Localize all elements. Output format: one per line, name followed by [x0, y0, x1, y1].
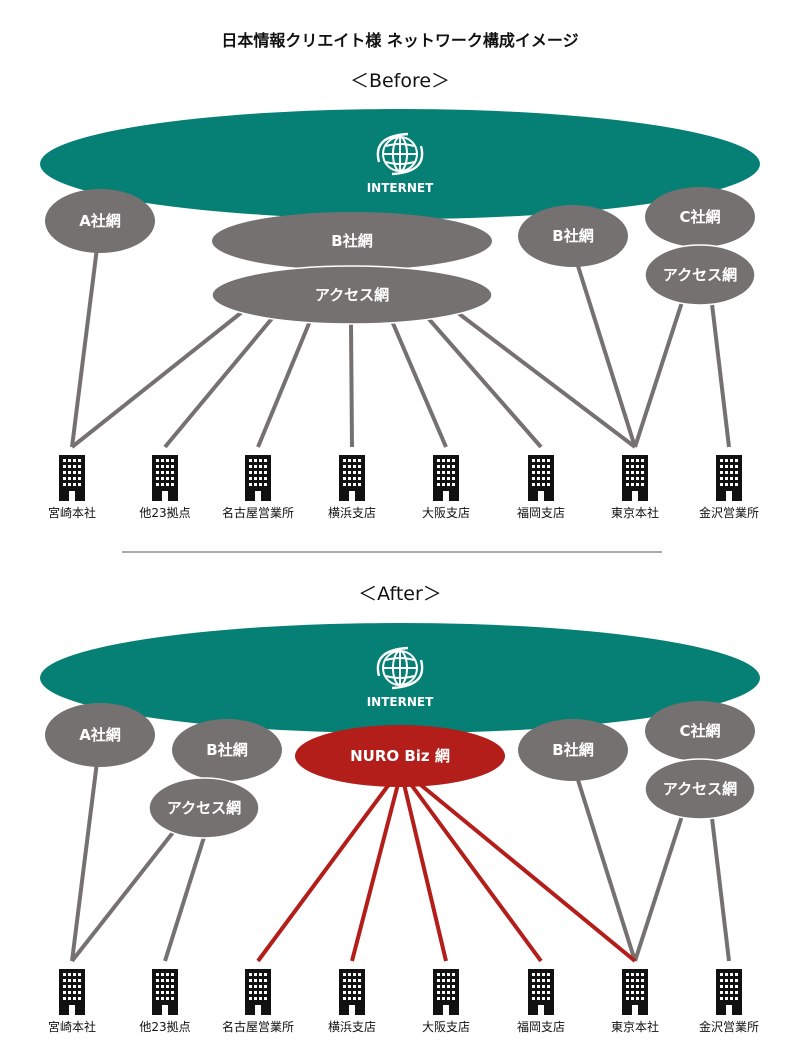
- site-label-miyazaki: 宮崎本社: [48, 505, 96, 520]
- network-b-right-after: [518, 719, 628, 781]
- building-icon: [433, 969, 459, 1015]
- line-access-to-nagoya: [256, 320, 312, 448]
- network-a-label: A社網: [79, 212, 121, 230]
- line-access-to-miyazaki: [70, 310, 244, 449]
- line-b-to-tokyo: [576, 779, 637, 962]
- site-label-osaka: 大阪支店: [422, 506, 470, 520]
- line-nuro-to-fukuoka: [408, 781, 543, 963]
- after-gray-connections: [70, 761, 731, 963]
- network-b-left: [172, 719, 282, 781]
- network-nuro-biz: [295, 725, 505, 787]
- site-label-others: 他23拠点: [139, 1020, 190, 1034]
- network-a-after: [45, 703, 155, 767]
- network-access-left: [148, 777, 260, 839]
- site-label-nagoya: 名古屋営業所: [222, 1019, 294, 1034]
- building-icon: [622, 455, 648, 501]
- network-access-right: [644, 244, 756, 306]
- site-label-tokyo: 東京本社: [611, 1019, 659, 1034]
- building-icon: [716, 455, 742, 501]
- before-connections: [70, 247, 731, 449]
- network-c-label: C社網: [679, 208, 720, 226]
- site-label-kanazawa: 金沢営業所: [699, 505, 759, 520]
- building-icon: [528, 969, 554, 1015]
- network-c: [645, 187, 755, 247]
- building-icon: [59, 969, 85, 1015]
- site-label-miyazaki: 宮崎本社: [48, 1019, 96, 1034]
- line-a-to-miyazaki: [70, 247, 99, 448]
- line-nuro-to-osaka: [402, 783, 448, 962]
- network-nuro-biz-label: NURO Biz 網: [350, 747, 450, 765]
- line-access-to-yokohama: [349, 322, 354, 448]
- line-b-to-tokyo: [576, 265, 637, 448]
- building-icon: [152, 969, 178, 1015]
- network-b-center: [212, 212, 492, 270]
- network-b-right-label: B社網: [552, 741, 593, 759]
- line-access-to-others: [163, 314, 276, 449]
- building-icon: [716, 969, 742, 1015]
- line-nuro-to-yokohama: [350, 783, 400, 962]
- line-access-to-others: [163, 833, 207, 962]
- network-a-label: A社網: [79, 726, 121, 744]
- network-b-left-label: B社網: [206, 741, 247, 759]
- internet-label-after: INTERNET: [367, 695, 434, 709]
- before-sites: 宮崎本社 他23拠点 名古屋営業所 横浜支店 大阪支店 福岡支店 東京本社 金沢…: [48, 455, 759, 520]
- building-icon: [622, 969, 648, 1015]
- site-label-osaka: 大阪支店: [422, 1020, 470, 1034]
- network-c-after: [645, 701, 755, 761]
- network-access-center: [211, 265, 493, 325]
- site-label-fukuoka: 福岡支店: [517, 1019, 565, 1034]
- site-label-others: 他23拠点: [139, 506, 190, 520]
- line-a-to-miyazaki: [70, 761, 99, 962]
- network-b-right: [518, 205, 628, 267]
- after-nuro-connections: [256, 779, 637, 963]
- building-icon: [245, 455, 271, 501]
- site-label-kanazawa: 金沢営業所: [699, 1019, 759, 1034]
- after-section-label: ＜After＞: [358, 583, 442, 605]
- line-access-to-tokyo: [456, 311, 637, 449]
- line-nuro-to-tokyo: [414, 779, 637, 963]
- after-sites: 宮崎本社 他23拠点 名古屋営業所 横浜支店 大阪支店 福岡支店 東京本社 金沢…: [48, 969, 759, 1034]
- building-icon: [528, 455, 554, 501]
- site-label-yokohama: 横浜支店: [328, 506, 376, 520]
- building-icon: [152, 455, 178, 501]
- line-access-right-to-tokyo: [633, 815, 684, 962]
- network-access-right-label: アクセス網: [663, 266, 737, 284]
- site-label-fukuoka: 福岡支店: [517, 505, 565, 520]
- network-access-center-label: アクセス網: [315, 286, 389, 304]
- building-icon: [245, 969, 271, 1015]
- network-c-label: C社網: [679, 722, 720, 740]
- network-b-center-label: B社網: [331, 232, 372, 250]
- building-icon: [59, 455, 85, 501]
- page-title: 日本情報クリエイト様 ネットワーク構成イメージ: [221, 31, 578, 50]
- internet-label: INTERNET: [367, 181, 434, 195]
- network-b-right-label: B社網: [552, 227, 593, 245]
- building-icon: [339, 969, 365, 1015]
- line-nuro-to-nagoya: [256, 781, 392, 963]
- line-access-to-osaka: [390, 320, 448, 448]
- line-access-to-fukuoka: [426, 316, 543, 449]
- network-access-right-label: アクセス網: [663, 780, 737, 798]
- building-icon: [339, 455, 365, 501]
- site-label-yokohama: 横浜支店: [328, 1020, 376, 1034]
- network-a: [45, 189, 155, 253]
- before-section-label: ＜Before＞: [350, 70, 450, 92]
- line-access-right-to-kanazawa: [710, 303, 731, 448]
- network-access-left-label: アクセス網: [167, 799, 241, 817]
- site-label-nagoya: 名古屋営業所: [222, 505, 294, 520]
- network-access-right-after: [644, 758, 756, 820]
- site-label-tokyo: 東京本社: [611, 505, 659, 520]
- line-access-to-miyazaki: [70, 824, 180, 963]
- building-icon: [433, 455, 459, 501]
- line-access-right-to-tokyo: [633, 301, 684, 448]
- line-access-right-to-kanazawa: [710, 817, 731, 962]
